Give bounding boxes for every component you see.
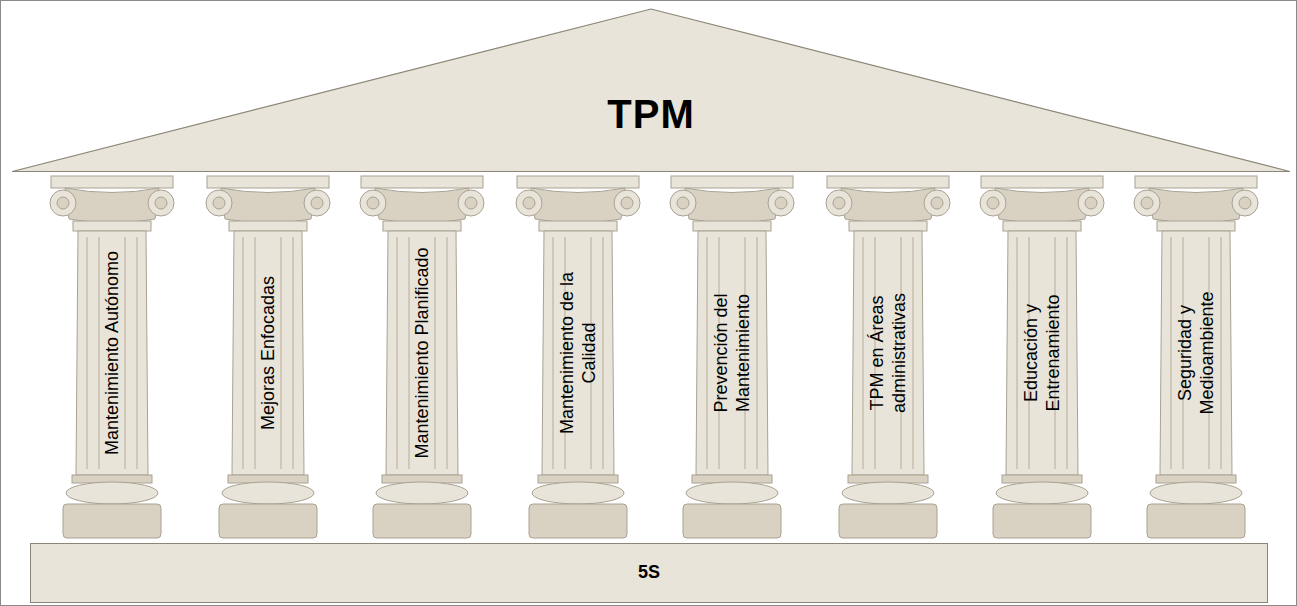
pillar-label: Educación y Entrenamiento [1020, 243, 1064, 463]
roof-node: TPM [12, 8, 1290, 172]
pillar-node: Mejoras Enfocadas [203, 175, 333, 540]
pillar-column [513, 175, 643, 540]
pillar-label: Mantenimiento Autónomo [101, 243, 123, 463]
pillar-node: Prevención del Mantenimiento [667, 175, 797, 540]
pillar-label: Prevención del Mantenimiento [710, 243, 754, 463]
pillar-label: Mantenimiento de la Calidad [556, 243, 600, 463]
base-node: 5S [30, 543, 1268, 603]
pillar-column [667, 175, 797, 540]
pillar-label: Mantenimiento Planificado [411, 243, 433, 463]
pillar-label: Seguridad y Medioambiente [1174, 243, 1218, 463]
pillar-node: Mantenimiento Planificado [357, 175, 487, 540]
pillar-node: Mantenimiento de la Calidad [513, 175, 643, 540]
pillar-label: Mejoras Enfocadas [257, 243, 279, 463]
pillar-node: Seguridad y Medioambiente [1131, 175, 1261, 540]
pillar-column [1131, 175, 1261, 540]
roof-title: TPM [12, 92, 1290, 137]
roof-triangle [12, 8, 1290, 172]
base-label: 5S [30, 562, 1268, 583]
pillar-node: Mantenimiento Autónomo [47, 175, 177, 540]
pillar-label: TPM en Áreas administrativas [866, 243, 910, 463]
pillar-node: Educación y Entrenamiento [977, 175, 1107, 540]
pillar-column [823, 175, 953, 540]
pillar-column [977, 175, 1107, 540]
pillar-node: TPM en Áreas administrativas [823, 175, 953, 540]
